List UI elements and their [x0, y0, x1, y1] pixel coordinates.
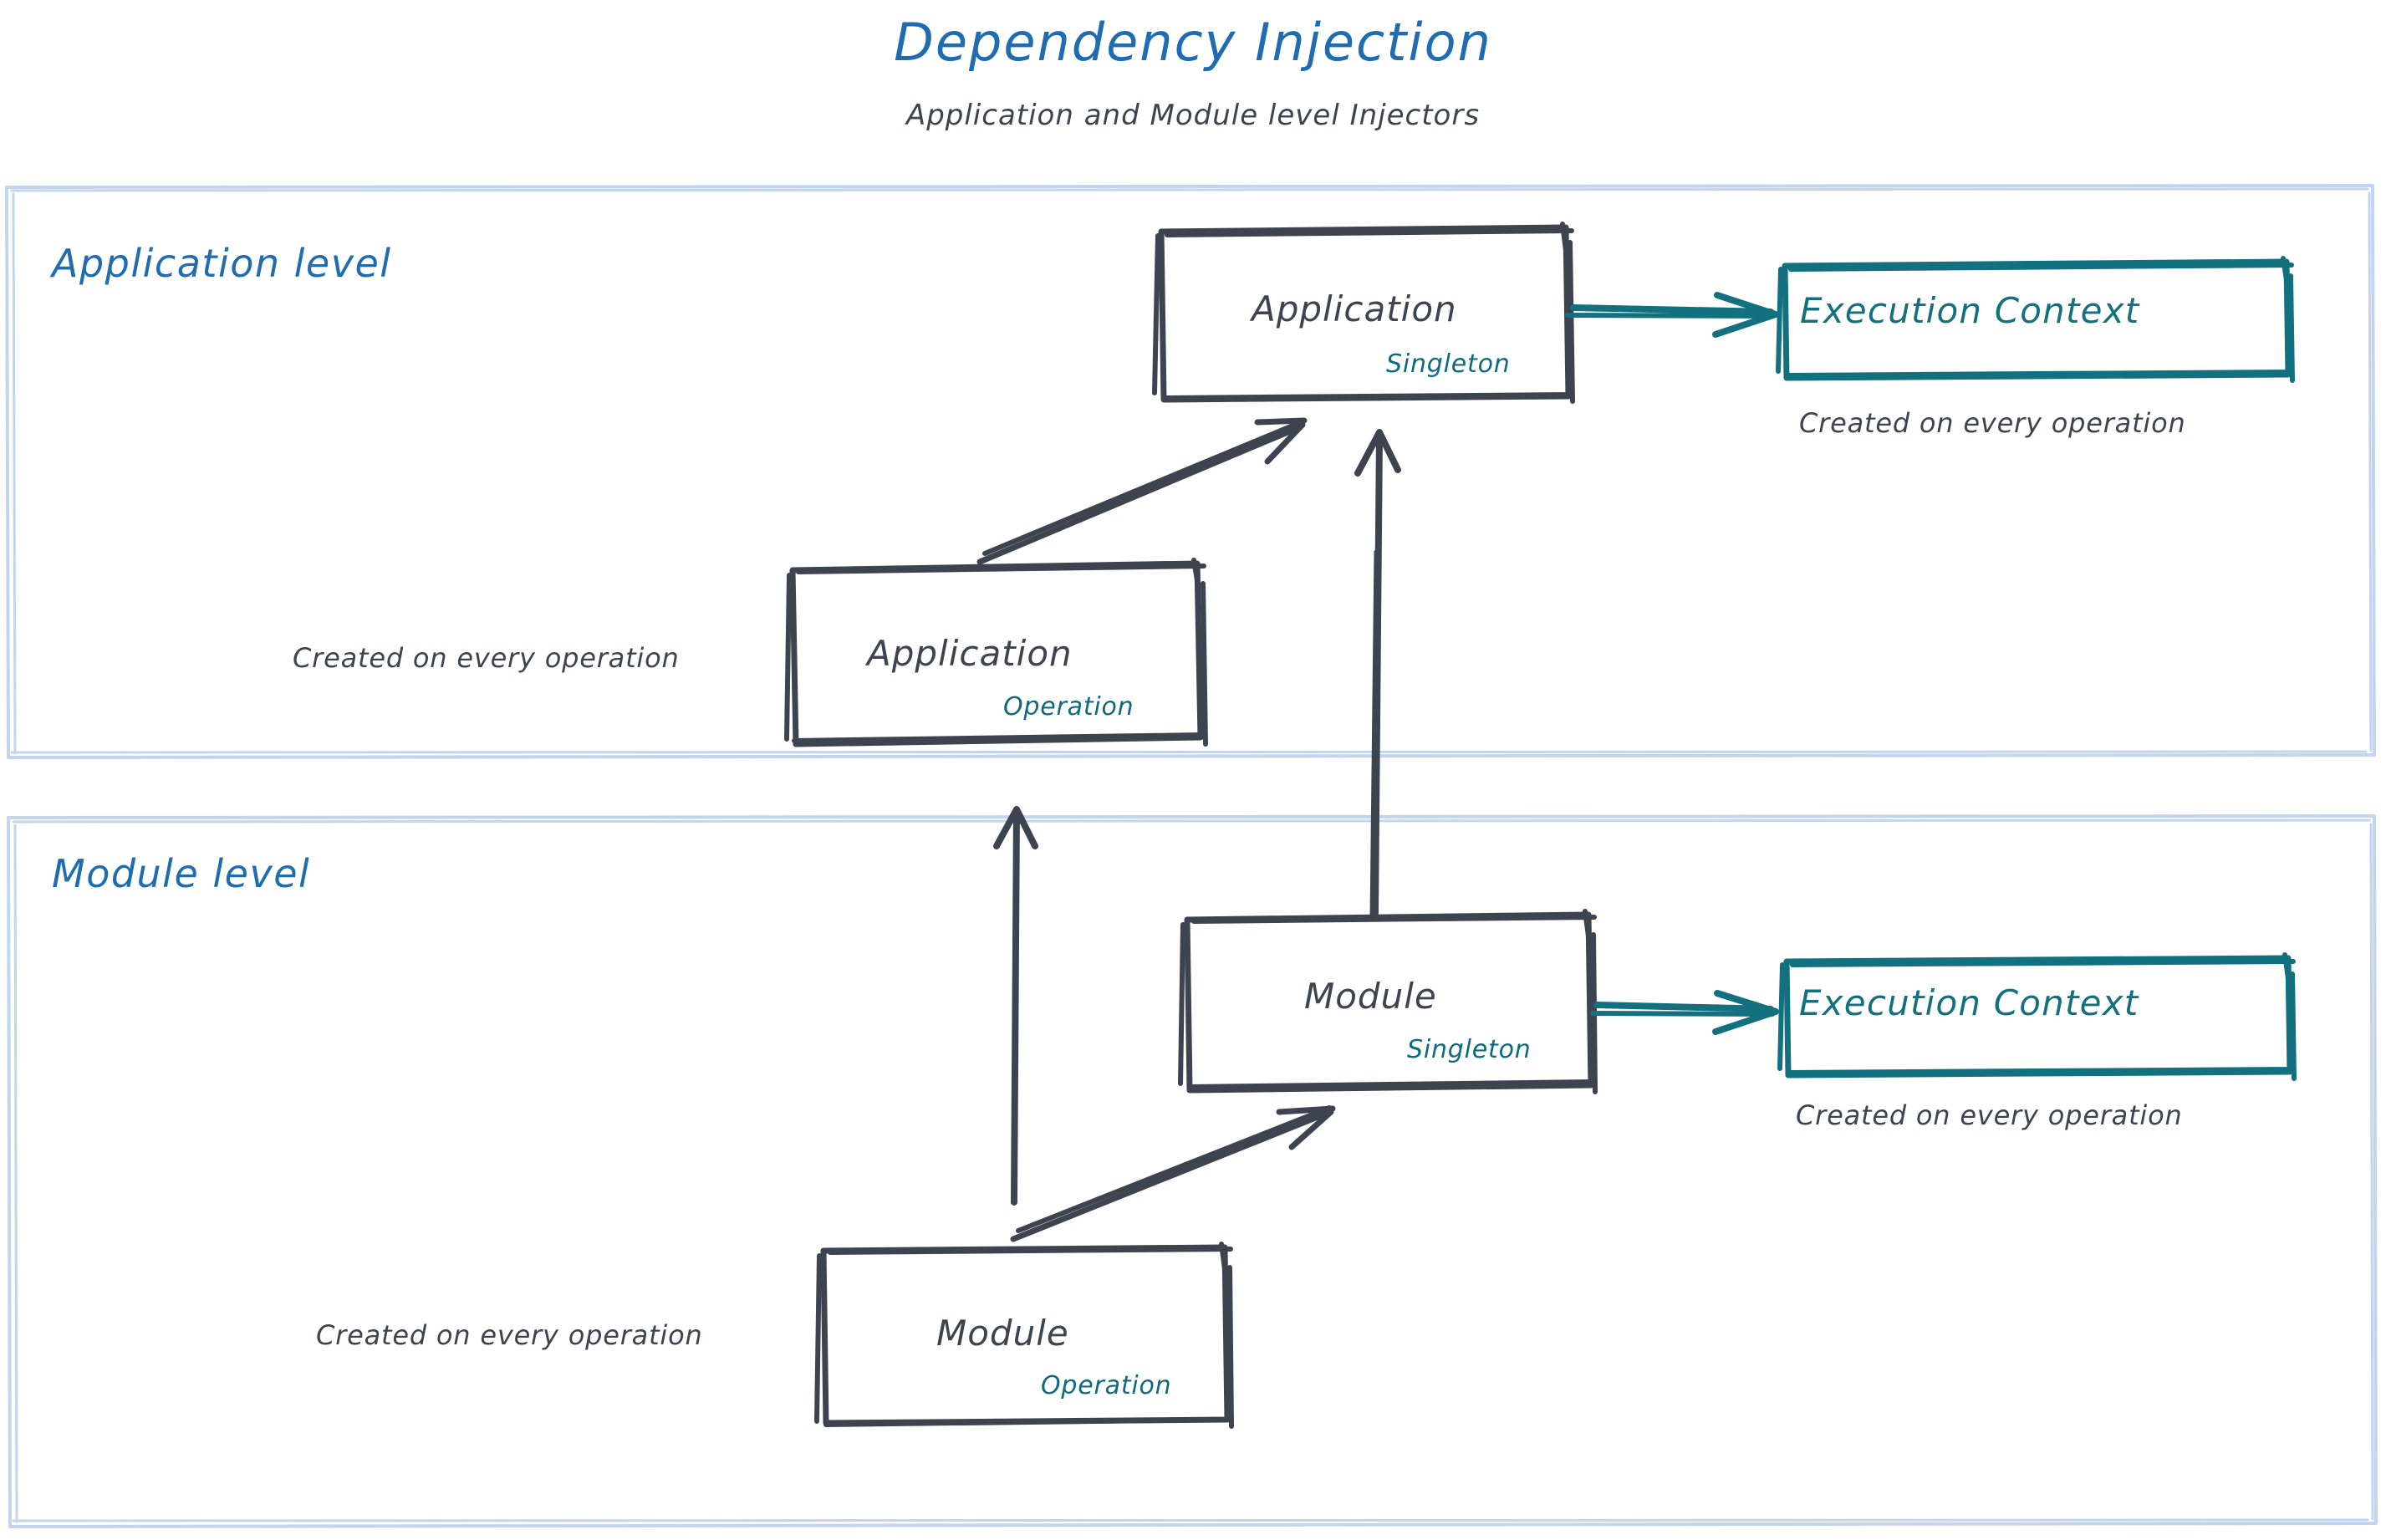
- band-label-application-level: Application level: [52, 241, 392, 286]
- page-title: Dependency Injection: [894, 12, 1492, 73]
- arrow-app-op-to-app-singleton: [976, 417, 1308, 565]
- page-subtitle: Application and Module level Injectors: [905, 99, 1481, 132]
- panel-module-level: [7, 814, 2378, 1528]
- caption-execution-context-application: Created on every operation: [1799, 407, 2186, 439]
- caption-application-operation: Created on every operation: [293, 642, 680, 674]
- band-label-module-level: Module level: [52, 851, 311, 896]
- node-title-application-operation: Application: [867, 633, 1073, 674]
- node-title-module-singleton: Module: [1304, 976, 1437, 1017]
- node-title-execution-context-application: Execution Context: [1800, 290, 2140, 331]
- arrow-module-singleton-to-app-singleton: [1354, 429, 1401, 922]
- node-title-module-operation: Module: [936, 1313, 1069, 1354]
- node-scope-application-operation: Operation: [1003, 692, 1134, 722]
- node-scope-module-operation: Operation: [1041, 1371, 1172, 1400]
- arrow-module-op-to-app-op: [993, 806, 1038, 1206]
- node-scope-module-singleton: Singleton: [1407, 1035, 1532, 1064]
- arrow-module-op-to-module-singleton: [1010, 1105, 1336, 1242]
- node-title-application-singleton: Application: [1252, 288, 1457, 329]
- arrow-app-singleton-to-execution-context: [1565, 292, 1779, 338]
- caption-module-operation: Created on every operation: [316, 1319, 703, 1351]
- node-title-execution-context-module: Execution Context: [1799, 982, 2139, 1023]
- caption-execution-context-module: Created on every operation: [1796, 1099, 2183, 1131]
- node-scope-application-singleton: Singleton: [1386, 349, 1511, 379]
- arrow-module-singleton-to-execution-context: [1590, 990, 1779, 1035]
